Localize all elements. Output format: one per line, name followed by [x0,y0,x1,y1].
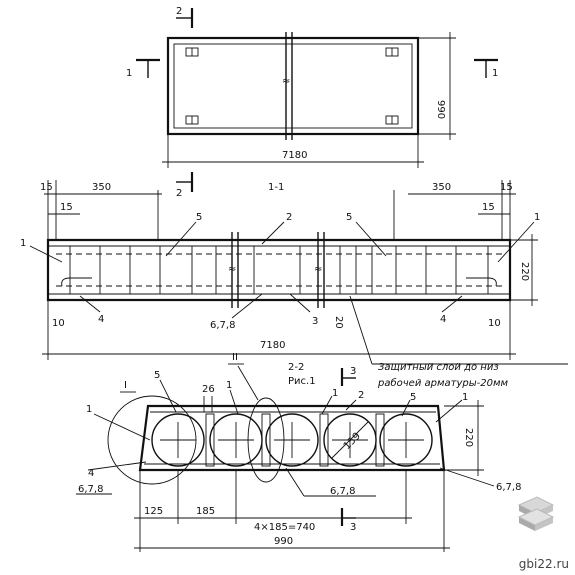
section11-length-dim: 7180 [260,340,285,351]
section22-callout-5-right: 5 [410,392,416,403]
section11-dim-15-right: 15 [500,182,513,193]
stirrups-right [371,246,489,294]
rebar-grid [319,413,329,467]
section22-callout-5-left: 5 [154,370,160,381]
detail-circle-1 [107,395,197,485]
voids [151,413,433,467]
rebar-grid [375,413,385,467]
section11-dim-350-left: 350 [92,182,111,193]
hook-left [61,277,92,287]
callout-678: 6,7,8 [210,320,235,331]
section22-dim-159: 159 [342,431,363,452]
callout-4-right: 4 [440,314,446,325]
watermark-text: gbi22.ru [518,557,569,571]
stacked-slabs-logo-icon [517,496,555,531]
void-circle [151,413,205,467]
section11-dim-15-left: 15 [40,182,53,193]
section22-roman-1: I [124,380,127,391]
detail-circle-2 [247,397,285,483]
void-circle [379,413,433,467]
stirrups-left [69,246,217,294]
plan-width-dim: 990 [435,100,446,119]
section22-width-dim: 990 [274,536,293,547]
section22-callout-1-left: 1 [86,404,92,415]
section11-dim-15-inner-left: 15 [60,202,73,213]
section22-dim-26: 26 [202,384,215,395]
rebar-grid [205,413,215,467]
plan-section-mark-1-left: 1 [126,68,132,79]
section-2-2: 2-2 Рис.1 3 I [76,352,521,552]
stirrups-middle [253,246,357,294]
section11-dim-20: 20 [333,316,344,329]
section22-callout-678-left: 6,7,8 [78,484,103,495]
section11-dim-10-right: 10 [488,318,501,329]
note-line-2: рабочей арматуры-20мм [377,377,509,389]
section11-cut-mark: 2 [176,188,182,199]
plan-view: ≈ 2 1 1 990 7180 [126,6,498,168]
callout-1-right: 1 [534,212,540,223]
section22-callout-4-left: 4 [88,468,94,479]
note-line-1: Защитный слой до низ [378,362,499,373]
section11-title: 1-1 [268,182,284,193]
callout-5-left: 5 [196,212,202,223]
section-1-1: 1-1 15 350 350 15 15 15 2 ≈ ≈ [20,172,568,389]
section22-height-dim: 220 [463,428,474,447]
plan-inner-outline [173,43,413,129]
section22-subtitle: Рис.1 [288,376,316,387]
section22-dim-125: 125 [144,506,163,517]
section11-outline [46,238,512,302]
rebar-grid [261,413,271,467]
plan-section-mark-1-right: 1 [492,68,498,79]
section11-dim-350-right: 350 [432,182,451,193]
callout-2: 2 [286,212,292,223]
section22-callout-1-b: 1 [332,388,338,399]
section22-dim-4x185: 4×185=740 [254,522,315,533]
section22-callout-678-mid: 6,7,8 [330,486,355,497]
section22-callout-1-right: 1 [462,392,468,403]
section11-dim-15-inner-right: 15 [482,202,495,213]
svg-text:≈: ≈ [314,264,322,275]
plan-section-mark-2: 2 [176,6,182,17]
hook-right [466,277,497,287]
section22-cut-mark-bottom: 3 [350,522,356,533]
plan-outline [166,36,420,136]
section22-dim-185: 185 [196,506,215,517]
plan-break-symbol: ≈ [282,76,290,87]
void-circle [265,413,319,467]
callout-4-left: 4 [98,314,104,325]
section22-title: 2-2 [288,362,304,373]
section22-callout-1-a: 1 [226,380,232,391]
callout-5-right: 5 [346,212,352,223]
section11-height-dim: 220 [519,262,530,281]
callout-3: 3 [312,316,318,327]
callout-1-left: 1 [20,238,26,249]
svg-text:≈: ≈ [228,264,236,275]
section11-dim-10-left: 10 [52,318,65,329]
section22-cut-mark-top: 3 [350,366,356,377]
section22-callout-2: 2 [358,390,364,401]
section22-callout-678-right: 6,7,8 [496,482,521,493]
section22-roman-2: II [232,352,238,363]
plan-length-dim: 7180 [282,150,307,161]
